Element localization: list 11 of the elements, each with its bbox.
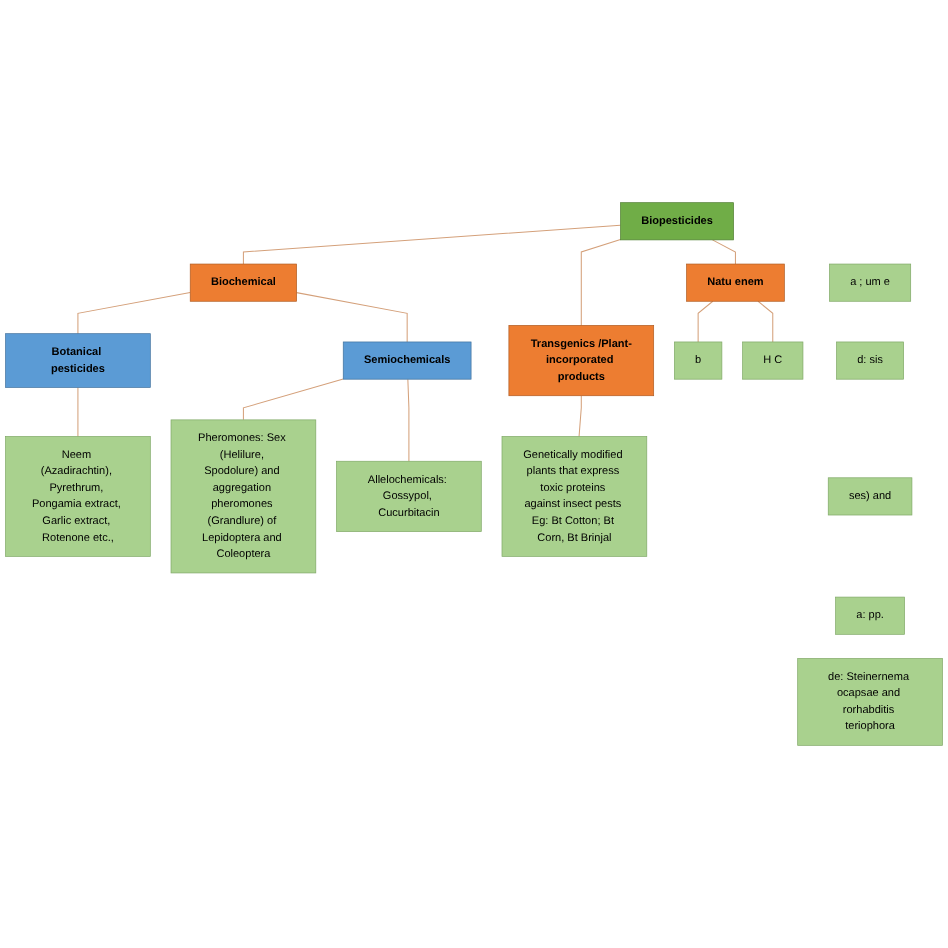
connector: [296, 292, 408, 343]
connector: [242, 224, 621, 265]
connector: [711, 239, 736, 265]
connector: [578, 395, 582, 437]
connector: [407, 378, 410, 462]
connector: [757, 300, 774, 343]
connector: [697, 300, 714, 343]
connector: [77, 292, 191, 335]
connector: [580, 238, 621, 326]
connector: [242, 378, 344, 421]
connector: [77, 386, 79, 437]
